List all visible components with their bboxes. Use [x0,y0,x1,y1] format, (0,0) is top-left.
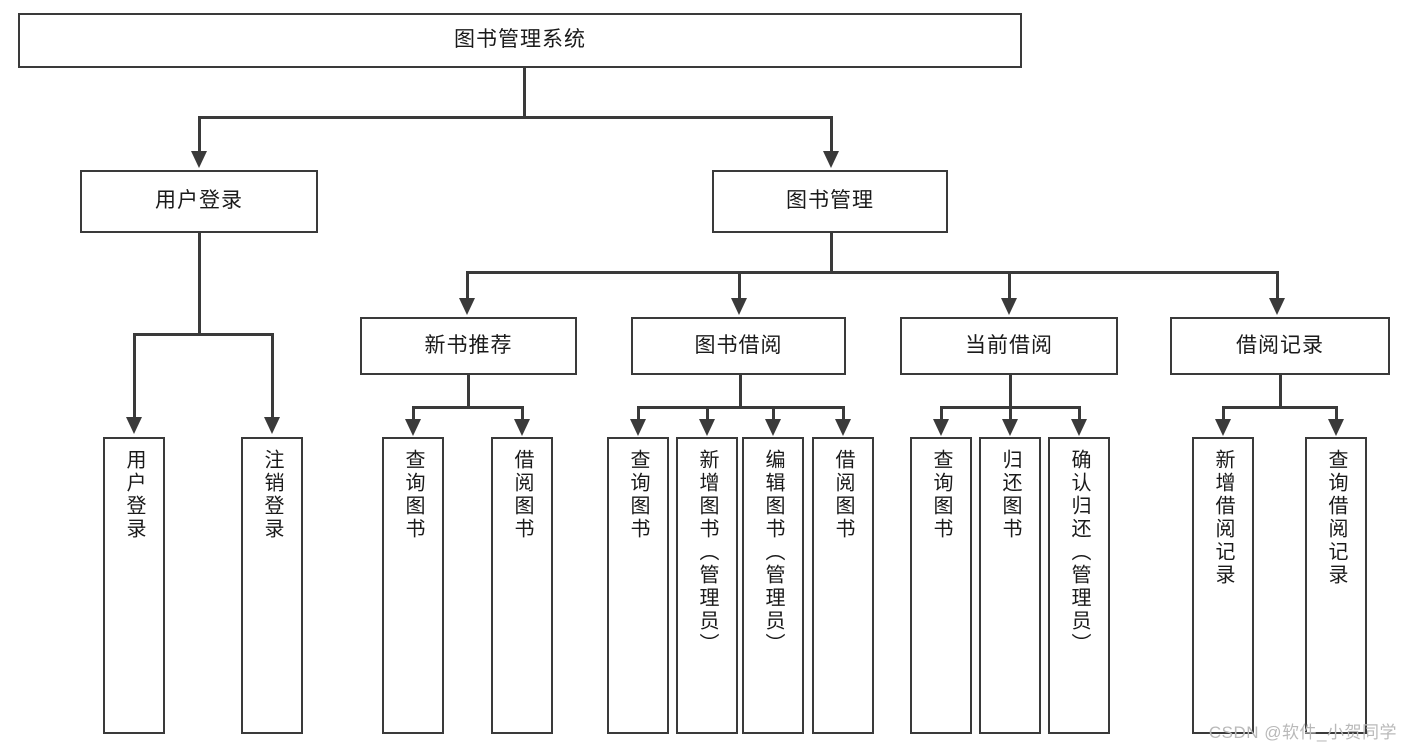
node-user-login[interactable]: 用户登录 [80,170,318,233]
node-leaf-user-logout[interactable]: 注销登录 [241,437,303,734]
arrow-borrow-to-leaf4 [835,419,851,436]
connector-record-trunk [1279,375,1282,409]
node-leaf-borrow-book-2[interactable]: 借阅图书 [812,437,874,734]
connector-user-login-trunk [198,233,201,335]
node-root-label: 图书管理系统 [454,28,586,52]
connector-borrow-to-leaf3 [772,406,775,420]
node-leaf-borrow-book-1[interactable]: 借阅图书 [491,437,553,734]
connector-recommend-trunk [467,375,470,409]
connector-recommend-to-leaf1 [412,406,415,420]
arrow-borrow-to-leaf1 [630,419,646,436]
node-new-book-recommend-label: 新书推荐 [424,333,513,357]
connector-root-trunk [523,68,526,118]
node-book-manage[interactable]: 图书管理 [712,170,948,233]
arrow-root-to-user-login [191,151,207,168]
connector-current-to-leaf2 [1009,406,1012,420]
connector-root-to-user-login [198,116,201,152]
node-leaf-add-record[interactable]: 新增借阅记录 [1192,437,1254,734]
node-leaf-borrow-book-2-label: 借阅图书 [832,449,854,541]
node-book-borrow-label: 图书借阅 [694,333,783,357]
connector-borrow-to-leaf4 [842,406,845,420]
node-leaf-query-record[interactable]: 查询借阅记录 [1305,437,1367,734]
connector-current-trunk [1009,375,1012,409]
connector-bm-to-current [1008,271,1011,299]
connector-current-to-leaf1 [940,406,943,420]
node-leaf-query-book-1-label: 查询图书 [402,449,424,541]
node-leaf-add-book-label: 新增图书（管理员） [696,449,718,656]
arrow-recommend-to-leaf2 [514,419,530,436]
connector-book-manage-trunk [830,233,833,273]
connector-book-manage-bar [466,271,1278,274]
connector-user-login-to-leaf1 [133,333,136,418]
connector-record-bar [1222,406,1337,409]
connector-record-to-leaf2 [1335,406,1338,420]
arrow-bm-to-record [1269,298,1285,315]
node-book-borrow[interactable]: 图书借阅 [631,317,846,375]
node-leaf-query-book-2-label: 查询图书 [627,449,649,541]
node-leaf-user-login-label: 用户登录 [123,449,145,541]
node-leaf-query-book-2[interactable]: 查询图书 [607,437,669,734]
arrow-current-to-leaf1 [933,419,949,436]
connector-borrow-to-leaf2 [706,406,709,420]
node-current-borrow-label: 当前借阅 [965,333,1053,357]
connector-bm-to-recommend [466,271,469,299]
connector-root-bar [198,116,832,119]
arrow-record-to-leaf1 [1215,419,1231,436]
arrow-root-to-book-manage [823,151,839,168]
node-leaf-edit-book-label: 编辑图书（管理员） [762,449,784,656]
node-leaf-user-login[interactable]: 用户登录 [103,437,165,734]
node-book-manage-label: 图书管理 [786,189,874,213]
csdn-watermark: CSDN @软件_小贺同学 [1208,723,1397,742]
arrow-bm-to-borrow [731,298,747,315]
node-borrow-record[interactable]: 借阅记录 [1170,317,1390,375]
node-leaf-add-record-label: 新增借阅记录 [1212,449,1234,587]
arrow-user-login-to-leaf2 [264,417,280,434]
node-leaf-return-book[interactable]: 归还图书 [979,437,1041,734]
connector-user-login-to-leaf2 [271,333,274,418]
node-leaf-add-book[interactable]: 新增图书（管理员） [676,437,738,734]
connector-borrow-trunk [739,375,742,409]
connector-bm-to-borrow [738,271,741,299]
connector-user-login-bar [133,333,273,336]
connector-borrow-to-leaf1 [637,406,640,420]
arrow-record-to-leaf2 [1328,419,1344,436]
node-leaf-confirm-return[interactable]: 确认归还（管理员） [1048,437,1110,734]
node-leaf-borrow-book-1-label: 借阅图书 [511,449,533,541]
connector-bm-to-record [1276,271,1279,299]
node-leaf-query-book-3-label: 查询图书 [930,449,952,541]
node-leaf-confirm-return-label: 确认归还（管理员） [1068,449,1090,656]
node-leaf-query-record-label: 查询借阅记录 [1325,449,1347,587]
arrow-bm-to-current [1001,298,1017,315]
connector-root-to-book-manage [830,116,833,152]
node-current-borrow[interactable]: 当前借阅 [900,317,1118,375]
arrow-current-to-leaf2 [1002,419,1018,436]
node-root[interactable]: 图书管理系统 [18,13,1022,68]
arrow-borrow-to-leaf2 [699,419,715,436]
connector-borrow-bar [637,406,844,409]
connector-recommend-to-leaf2 [521,406,524,420]
node-leaf-return-book-label: 归还图书 [999,449,1021,541]
arrow-bm-to-recommend [459,298,475,315]
node-leaf-query-book-1[interactable]: 查询图书 [382,437,444,734]
arrow-user-login-to-leaf1 [126,417,142,434]
arrow-current-to-leaf3 [1071,419,1087,436]
node-leaf-query-book-3[interactable]: 查询图书 [910,437,972,734]
node-new-book-recommend[interactable]: 新书推荐 [360,317,577,375]
node-user-login-label: 用户登录 [155,189,243,213]
arrow-recommend-to-leaf1 [405,419,421,436]
connector-current-to-leaf3 [1078,406,1081,420]
node-leaf-edit-book[interactable]: 编辑图书（管理员） [742,437,804,734]
arrow-borrow-to-leaf3 [765,419,781,436]
connector-recommend-bar [412,406,523,409]
connector-record-to-leaf1 [1222,406,1225,420]
node-leaf-user-logout-label: 注销登录 [261,449,283,541]
node-borrow-record-label: 借阅记录 [1236,333,1324,357]
